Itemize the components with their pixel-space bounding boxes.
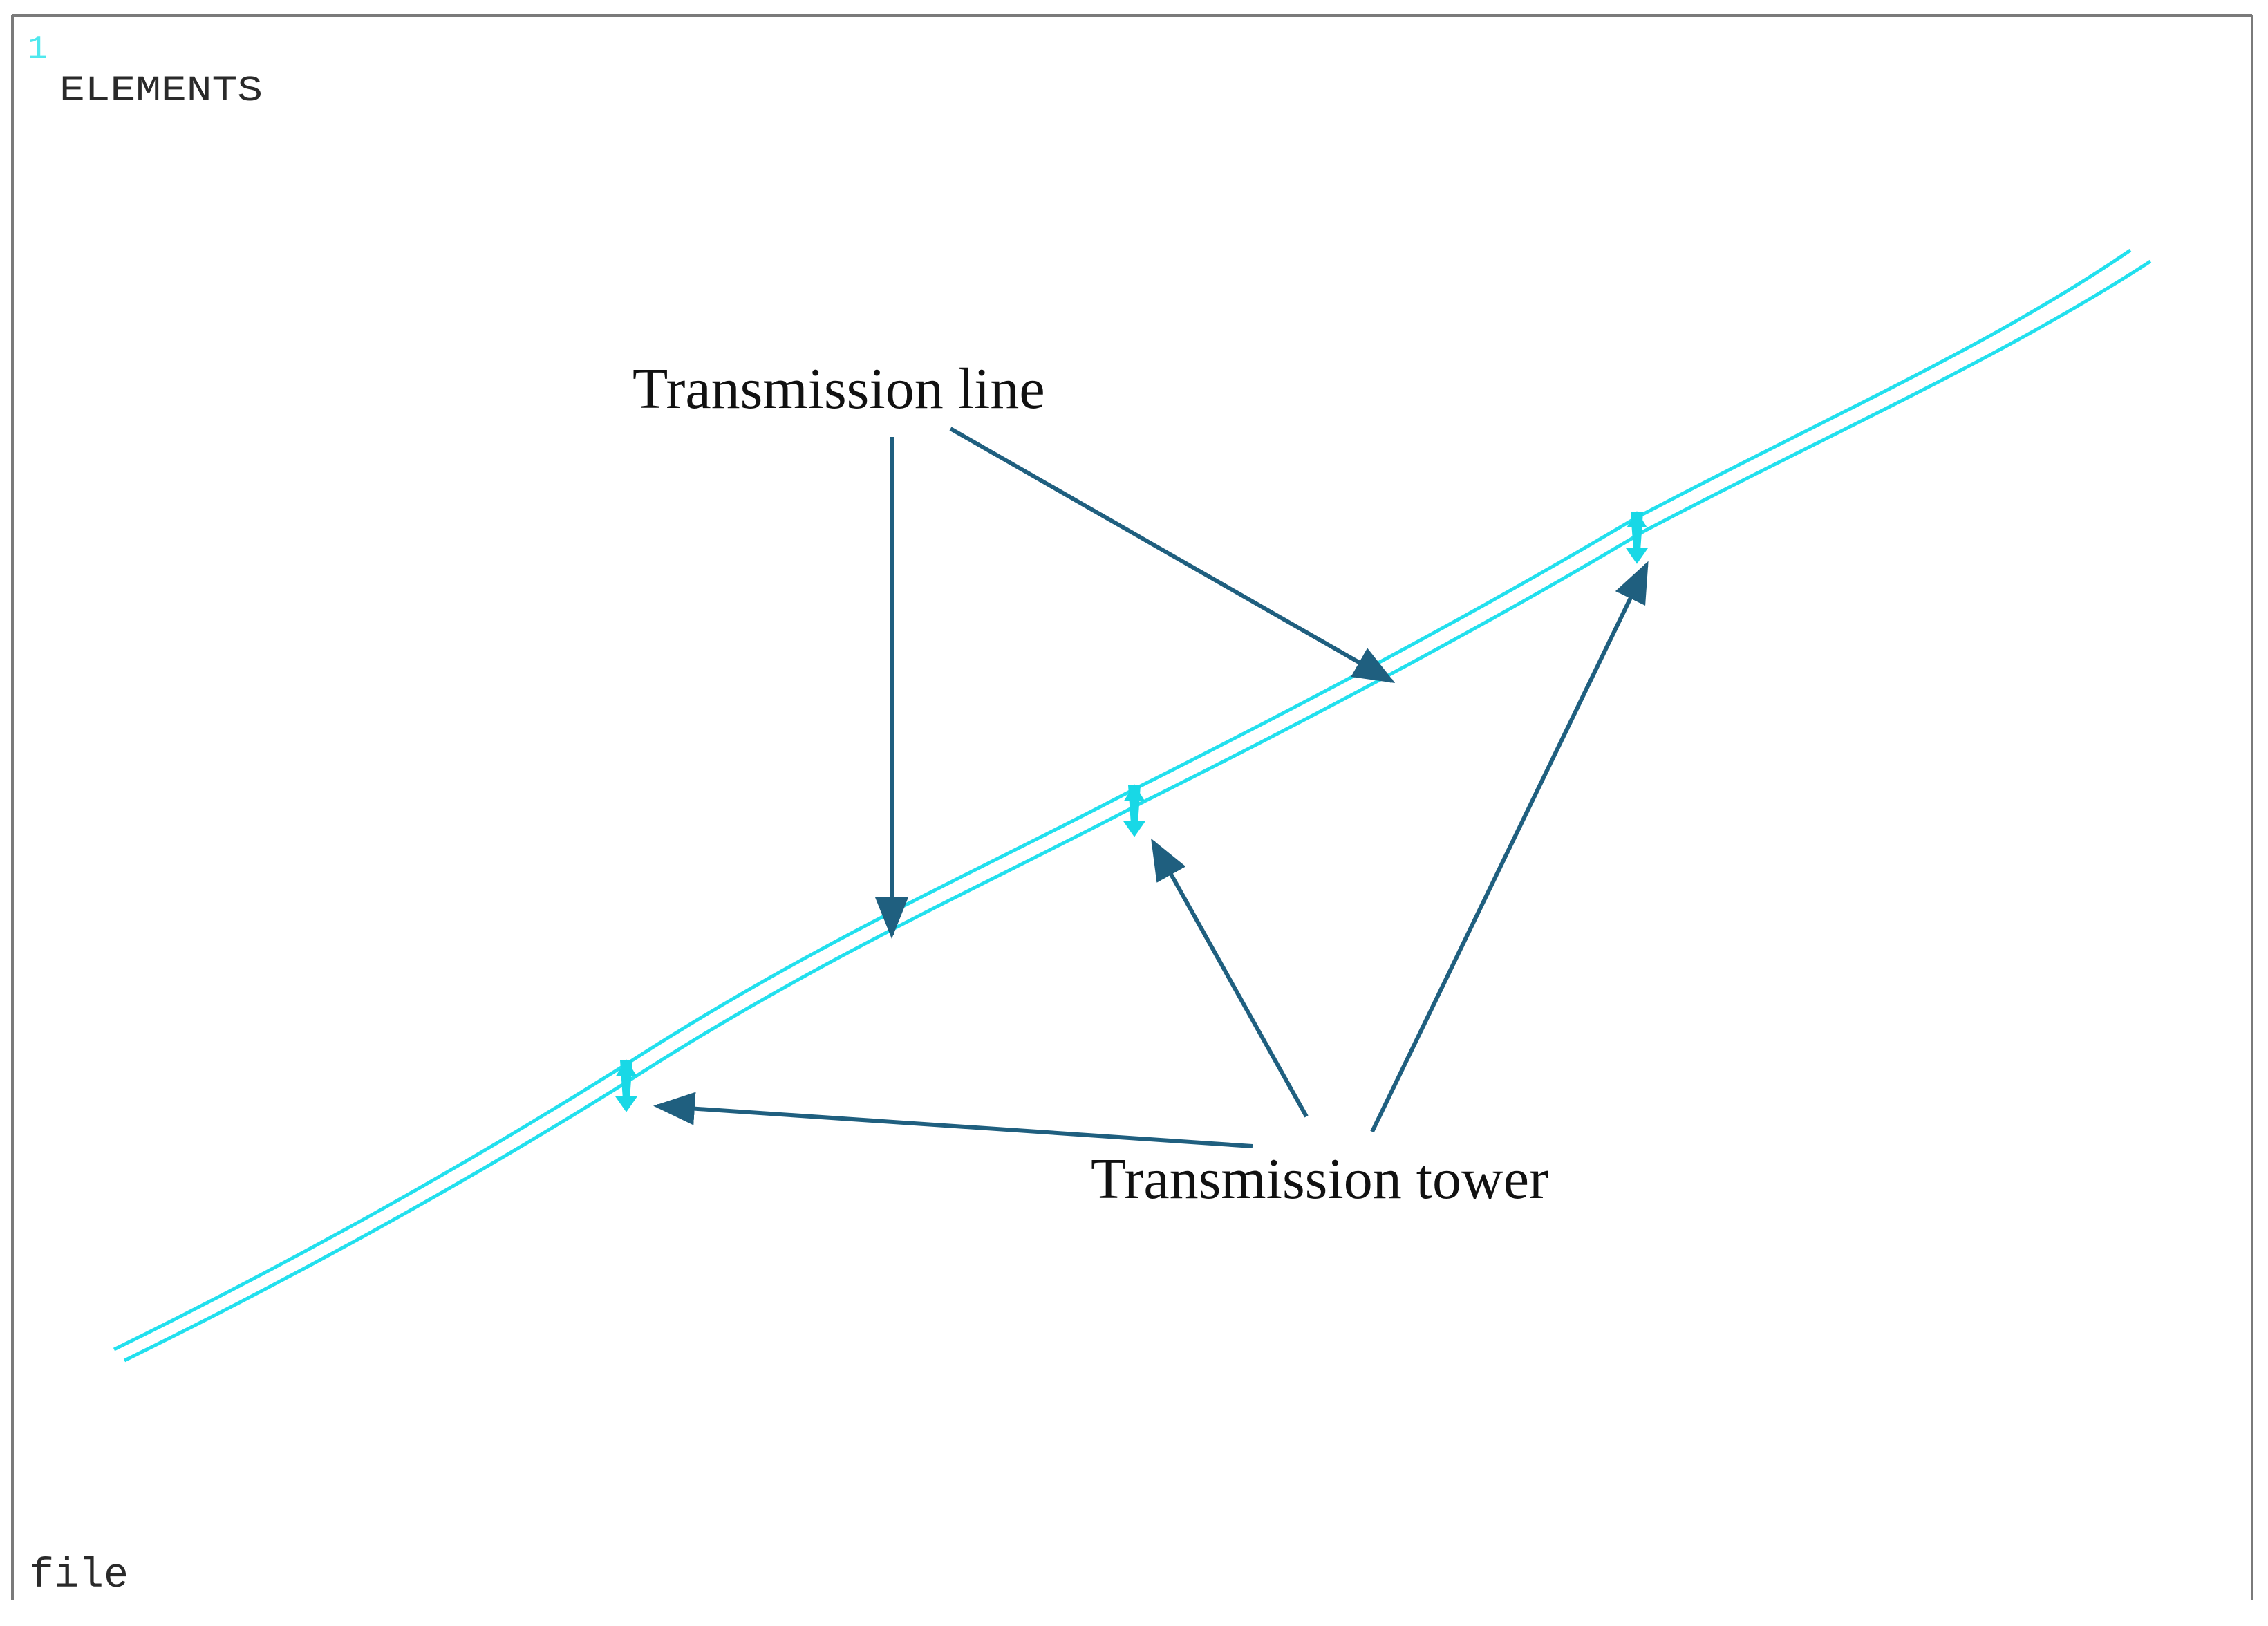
tower-marker-2 (1123, 784, 1145, 837)
tower-callout-arrow-left (653, 1092, 1253, 1148)
transmission-tower-label: Transmission tower (1091, 1147, 1548, 1211)
tower-callout-arrow-right (1370, 561, 1649, 1133)
tower-marker-3 (1626, 511, 1648, 564)
tower-callout-arrow-middle (1151, 838, 1309, 1118)
display-mode-title: ELEMENTS (59, 71, 263, 111)
transmission-line-label: Transmission line (632, 357, 1045, 421)
window-number: 1 (28, 31, 48, 68)
line-callout-arrow-diagonal (949, 427, 1396, 683)
footer-file-label: file (29, 1553, 129, 1600)
transmission-line-conductor-lower (123, 259, 2152, 1363)
tower-marker-1 (615, 1059, 637, 1112)
